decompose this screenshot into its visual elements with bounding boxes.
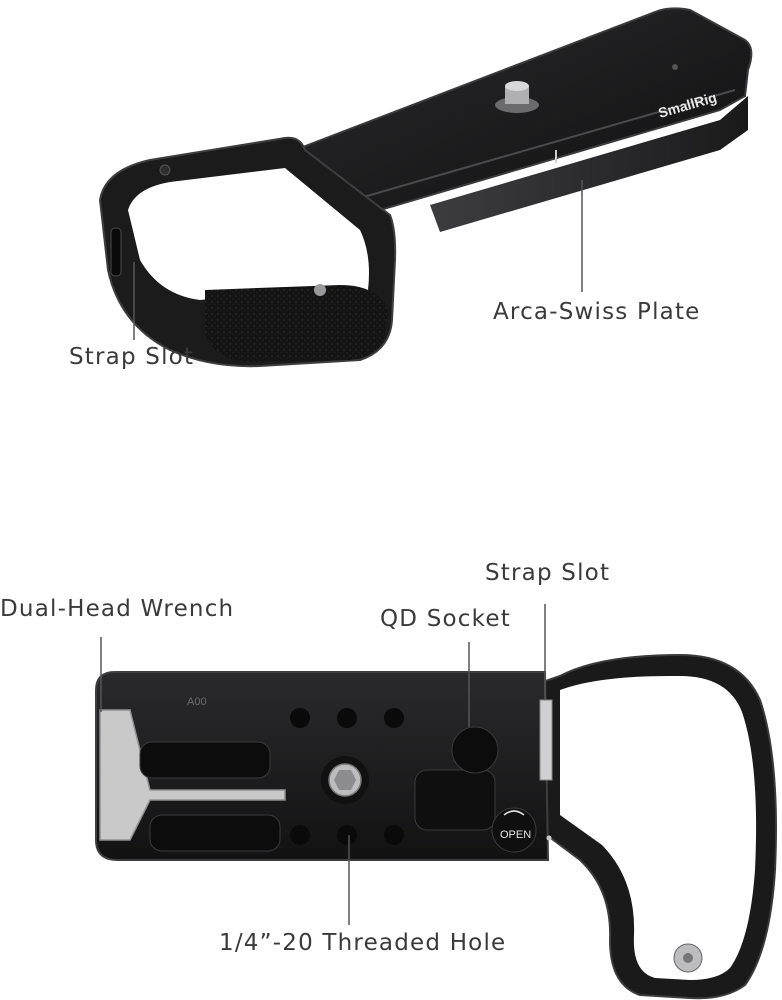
qd-socket-label: QD Socket	[380, 606, 511, 632]
strap-slot-bottom-label: Strap Slot	[485, 560, 611, 586]
arca-rail	[430, 96, 748, 232]
plate-engraving: A00	[187, 696, 207, 708]
qd-socket	[451, 726, 499, 774]
plate-slot-lower	[149, 814, 281, 852]
plate-groove	[359, 89, 736, 199]
arca-swiss-plate-label: Arca-Swiss Plate	[493, 299, 701, 325]
center-screw	[321, 756, 369, 804]
open-arrow-icon	[503, 810, 525, 816]
plate-slot-upper	[139, 741, 271, 779]
camera-screw	[495, 81, 539, 113]
strap-slot-top-label: Strap Slot	[69, 344, 195, 370]
frame-screw	[314, 284, 326, 296]
mount-holes	[290, 708, 404, 845]
frame-hole	[159, 164, 171, 176]
leather-grip	[205, 285, 388, 362]
dual-head-wrench	[99, 709, 286, 841]
frame-opening	[128, 168, 369, 300]
threaded-hole-label: 1/4”-20 Threaded Hole	[219, 930, 507, 956]
open-mark: OPEN	[500, 829, 531, 841]
strap-slot-bottom	[539, 699, 553, 781]
plate-hole	[672, 64, 678, 70]
dual-head-wrench-label: Dual-Head Wrench	[0, 596, 235, 622]
strap-slot-top	[110, 227, 122, 277]
bottom-frame-opening	[560, 675, 757, 980]
plate-recess	[414, 769, 496, 831]
latch-knob	[491, 807, 537, 853]
bottom-plate-view: A00 OPEN	[95, 604, 777, 1000]
loop-screw-center	[683, 953, 693, 963]
latch-dot	[546, 835, 552, 841]
top-plate-view: SmallRig	[98, 7, 753, 368]
